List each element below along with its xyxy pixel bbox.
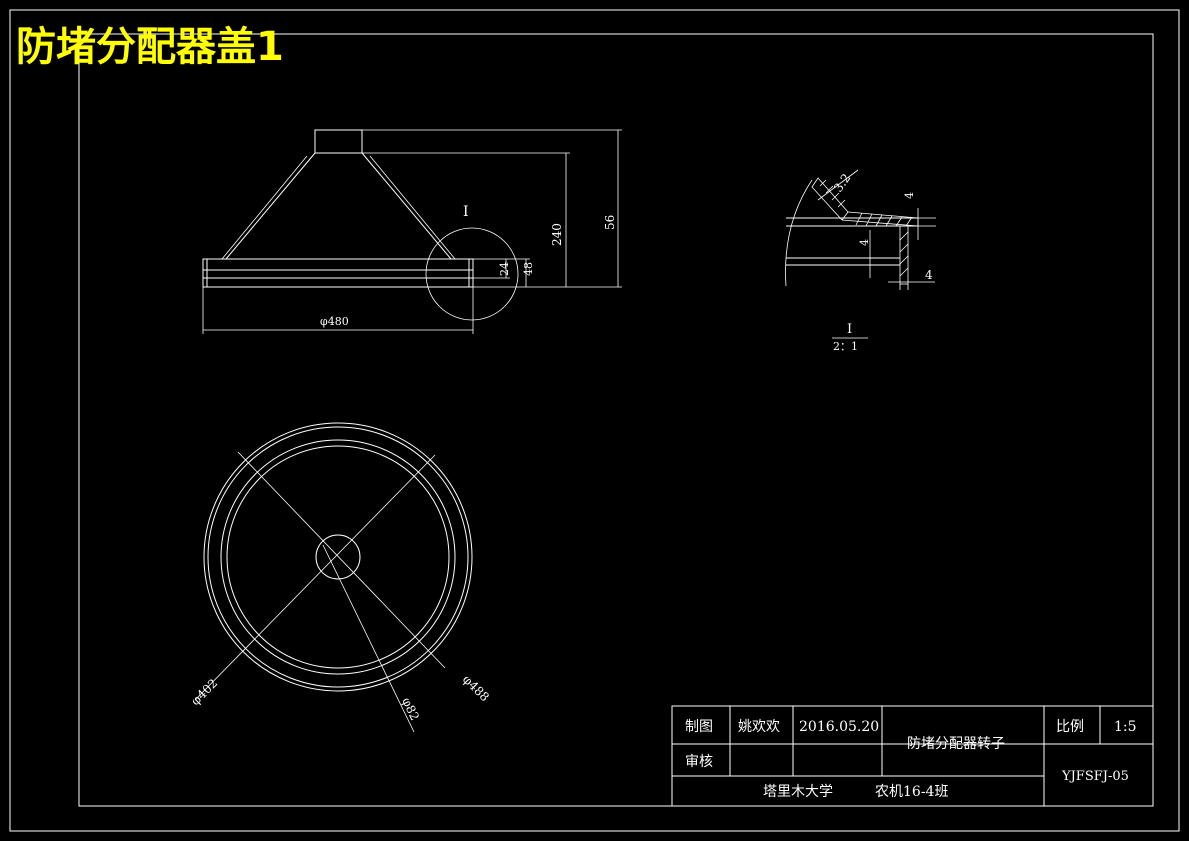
inner-border	[78, 33, 1154, 807]
dim-rim-48: 48	[522, 262, 535, 276]
dim-height-total: 56	[603, 215, 617, 230]
front-view: 56 240 48 24 φ480 I	[202, 129, 622, 334]
detail-mark: I	[463, 204, 469, 220]
detail-circle	[425, 227, 519, 321]
dim-top-d402: φ402	[188, 676, 220, 708]
detail-label: I	[847, 322, 852, 337]
tb-date: 2016.05.20	[799, 719, 879, 735]
center-hole	[315, 534, 361, 580]
tb-school: 塔里木大学	[763, 784, 833, 800]
neck	[314, 129, 363, 154]
dim-thickness-right: 4	[925, 268, 933, 282]
tb-scale-value: 1:5	[1114, 719, 1137, 735]
drawing-title: 防堵分配器盖1	[16, 24, 284, 70]
tb-review-label: 审核	[685, 754, 713, 770]
outer-border	[9, 9, 1180, 832]
base-plate	[202, 258, 474, 288]
tb-drawer: 姚欢欢	[738, 719, 780, 735]
dim-diameter: φ480	[320, 315, 349, 328]
tb-part-name: 防堵分配器转子	[907, 736, 1005, 752]
dim-weld: 3.2	[831, 171, 853, 195]
dim-rim-24: 24	[498, 262, 511, 276]
title-block: 制图 姚欢欢 2016.05.20 防堵分配器转子 比例 1:5 审核 YJFS…	[671, 705, 1154, 807]
tb-class: 农机16-4班	[875, 784, 948, 800]
dim-thickness-mid: 4	[858, 239, 871, 246]
top-view: φ402 φ82 φ488	[188, 422, 492, 733]
dim-top-d488: φ488	[460, 672, 492, 704]
dim-thickness-top: 4	[903, 192, 916, 199]
tb-drawn-label: 制图	[685, 719, 713, 735]
tb-drawing-no: YJFSFJ-05	[1061, 769, 1129, 784]
dim-height-cone: 240	[550, 223, 564, 246]
tb-scale-label: 比例	[1056, 719, 1084, 735]
detail-view: 3.2 4 4 4 I 2：1	[785, 169, 936, 353]
detail-scale: 2：1	[833, 340, 858, 353]
